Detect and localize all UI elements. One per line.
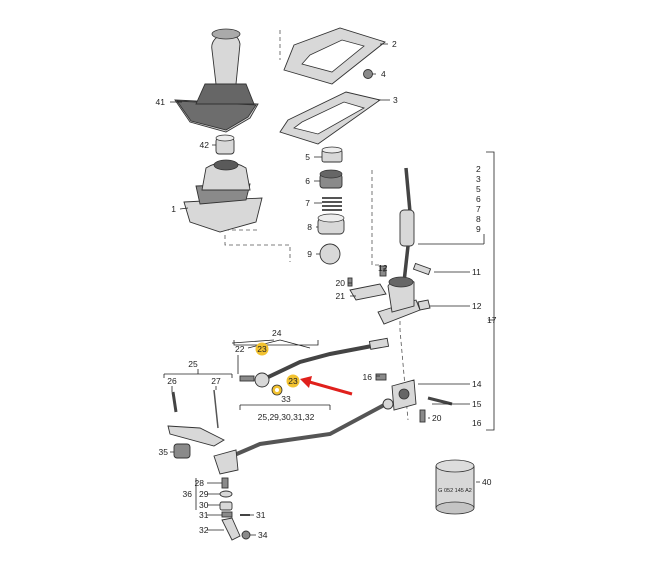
- callout-33: 33: [281, 394, 291, 404]
- washer-23: [271, 384, 283, 396]
- callout-35: 35: [159, 447, 169, 457]
- callout-20: 20: [336, 278, 346, 288]
- bolt-28: [221, 477, 229, 489]
- rubber-boot: [183, 159, 263, 233]
- clip-31: [221, 511, 250, 518]
- callout-2: 2: [392, 39, 397, 49]
- gear-lever: [399, 167, 415, 283]
- callout-28: 28: [195, 478, 205, 488]
- bush-35: [173, 443, 191, 459]
- callout-41: 41: [156, 97, 166, 107]
- callout-4: 4: [381, 69, 386, 79]
- callout-16: 16: [363, 372, 373, 382]
- callout-20-lower: 20: [432, 413, 442, 423]
- callout-8: 8: [307, 222, 312, 232]
- callout-3: 3: [393, 95, 398, 105]
- callout-15: 15: [472, 399, 482, 409]
- callout-stack: 2 3 5 6 7 8 9: [476, 164, 481, 234]
- callout-6: 6: [305, 176, 310, 186]
- callout-31: 31: [199, 510, 209, 520]
- callout-23a: 23: [257, 344, 267, 354]
- leader-lines: [163, 43, 495, 536]
- callout-24: 24: [272, 328, 282, 338]
- callout-12-upper: 12: [378, 263, 388, 273]
- assembly-outline: [224, 30, 291, 262]
- callout-5: 5: [305, 152, 310, 162]
- clip-42: [215, 134, 235, 155]
- callout-40: 40: [482, 477, 492, 487]
- bolt-26: [171, 391, 178, 413]
- part-8: [317, 213, 345, 235]
- callout-36: 36: [183, 489, 193, 499]
- ball-9: [319, 243, 341, 265]
- callout-7: 7: [305, 198, 310, 208]
- callout-11: 11: [472, 267, 481, 277]
- gear-boot: [174, 28, 259, 133]
- callout-16-lower: 16: [472, 418, 482, 428]
- relay-lever: [167, 425, 225, 447]
- stack-item: 6: [476, 194, 481, 204]
- part-5: [321, 146, 343, 163]
- stack-item: 8: [476, 214, 481, 224]
- bolt-20: [347, 277, 353, 287]
- part-6: [319, 169, 343, 189]
- linkage-32: [221, 517, 241, 541]
- callout-14: 14: [472, 379, 482, 389]
- callout-12: 12: [472, 301, 482, 311]
- bolt-15: [427, 396, 453, 406]
- callout-21: 21: [336, 291, 346, 301]
- bush-30: [219, 501, 233, 511]
- shift-rod-33: [213, 398, 394, 475]
- spring-7: [322, 197, 342, 211]
- callout-31-right: 31: [256, 510, 266, 520]
- bracket-21: [349, 283, 387, 301]
- clip-27: [213, 389, 219, 429]
- callout-25: 25: [188, 359, 198, 369]
- gasket-3: [279, 91, 382, 145]
- callout-29: 29: [199, 489, 209, 499]
- callout-42: 42: [200, 140, 210, 150]
- callout-23b: 23: [288, 376, 298, 386]
- callout-32: 32: [199, 525, 209, 535]
- callout-27: 27: [211, 376, 221, 386]
- washer-29: [219, 490, 233, 498]
- callout-22: 22: [235, 344, 245, 354]
- highlight-23b: [286, 374, 300, 388]
- clip-12-upper: [379, 265, 387, 277]
- nut-34: [241, 530, 251, 540]
- stack-item: 9: [476, 224, 481, 234]
- nut-4: [363, 69, 373, 79]
- pin-11: [412, 262, 432, 276]
- highlight-arrow: [300, 376, 353, 396]
- callout-1: 1: [171, 204, 176, 214]
- lever-housing: [377, 276, 421, 325]
- kit-40: G 052 145 A2: [435, 459, 475, 515]
- stack-item: 3: [476, 174, 481, 184]
- bracket-14: [375, 373, 417, 411]
- gasket-2: [283, 27, 386, 85]
- stack-item: 7: [476, 204, 481, 214]
- stack-item: 5: [476, 184, 481, 194]
- bolt-20-lower: [419, 409, 426, 423]
- callouts: 41 42 1 2 4 3 5 6 7 8 9 11 12 12 20 21 1…: [156, 39, 497, 540]
- callout-26: 26: [167, 376, 177, 386]
- callout-17: 17: [487, 315, 497, 325]
- highlight-23a: [255, 342, 269, 356]
- callout-34: 34: [258, 530, 268, 540]
- cable-24: [239, 337, 390, 388]
- callout-9: 9: [307, 249, 312, 259]
- callout-30: 30: [199, 500, 209, 510]
- callout-group-33: 25,29,30,31,32: [258, 412, 315, 422]
- clip-12: [417, 299, 431, 311]
- kit-label: G 052 145 A2: [438, 488, 472, 494]
- stack-item: 2: [476, 164, 481, 174]
